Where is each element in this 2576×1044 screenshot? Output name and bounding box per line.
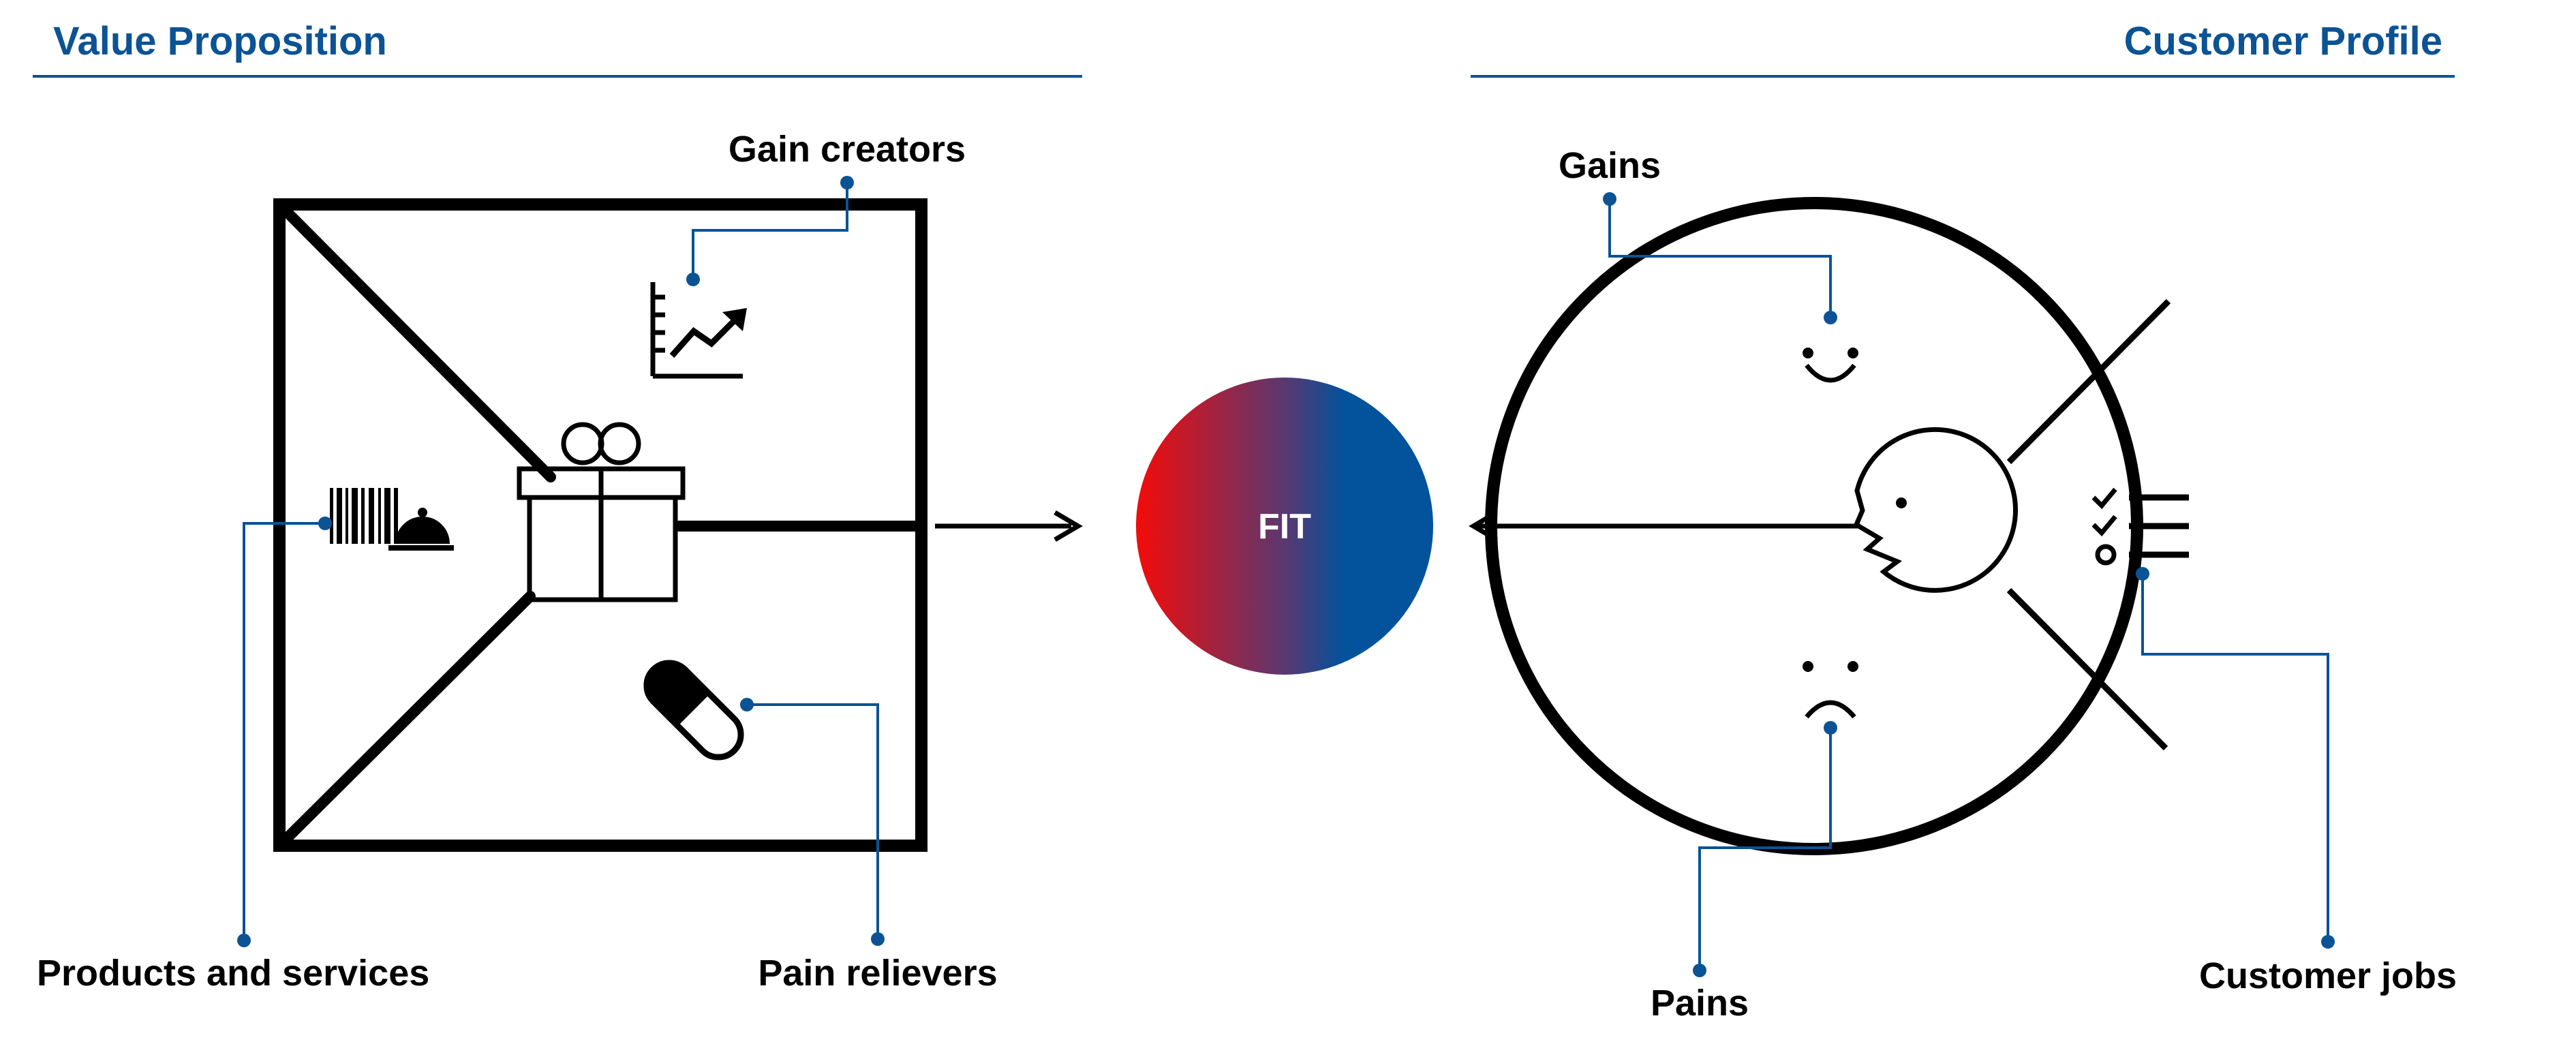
dot-gains-label: [1603, 192, 1616, 206]
customer-profile-title: Customer Profile: [2124, 19, 2442, 63]
label-customer-jobs: Customer jobs: [2199, 955, 2457, 996]
customer-profile-header: Customer Profile: [1471, 19, 2455, 78]
trend-chart-icon: [650, 282, 747, 379]
dot-products-icon: [318, 517, 332, 530]
label-pains: Pains: [1651, 983, 1749, 1024]
arrow-from-profile: [1469, 510, 1860, 542]
dot-pain-relievers-label: [871, 932, 885, 946]
smile-icon: [1803, 348, 1858, 383]
dot-pains-icon: [1824, 721, 1837, 735]
leader-pains: [1698, 728, 1832, 970]
value-proposition-header: Value Proposition: [33, 19, 1082, 78]
pill-icon: [643, 660, 744, 761]
dot-gain-creators-icon: [686, 273, 700, 286]
leader-pain-relievers: [747, 703, 879, 939]
value-map: [273, 198, 927, 852]
fit-circle: FIT: [1136, 378, 1433, 675]
label-pain-relievers: Pain relievers: [758, 953, 997, 994]
dot-pains-label: [1693, 964, 1706, 977]
face-profile-icon: [1853, 427, 2019, 593]
value-proposition-title: Value Proposition: [53, 19, 387, 63]
customer-profile-divider-bottom: [2006, 587, 2168, 751]
fit-gradient-disc: [1136, 378, 1433, 675]
customer-profile-divider-top: [2006, 298, 2171, 465]
barcode-cloche-icon: [330, 488, 454, 551]
leader-customer-jobs: [2141, 574, 2329, 942]
checklist-icon: [2091, 487, 2189, 566]
dot-products-label: [237, 934, 251, 947]
cloche-icon: [388, 508, 454, 551]
fit-label: FIT: [1258, 507, 1311, 547]
callout-leaders: [243, 183, 2329, 970]
dot-gains-icon: [1824, 311, 1837, 324]
label-gain-creators: Gain creators: [729, 129, 966, 170]
dot-pain-relievers-icon: [740, 698, 754, 711]
dot-customer-jobs-label: [2321, 935, 2335, 949]
leader-gains: [1608, 199, 1832, 318]
gift-icon: [517, 422, 686, 602]
dot-gain-creators-label: [840, 176, 854, 189]
callout-dots: [237, 176, 2335, 977]
leader-gain-creators: [692, 183, 848, 279]
label-gains: Gains: [1559, 145, 1661, 186]
arrow-to-fit: [935, 510, 1083, 542]
barcode-icon: [330, 488, 398, 544]
value-map-divider-bottom: [274, 591, 536, 851]
value-map-divider-top: [274, 199, 556, 482]
label-products-and-services: Products and services: [37, 953, 429, 994]
leader-products-and-services: [243, 522, 325, 940]
frown-icon: [1803, 661, 1858, 719]
dot-customer-jobs-icon: [2136, 567, 2149, 581]
